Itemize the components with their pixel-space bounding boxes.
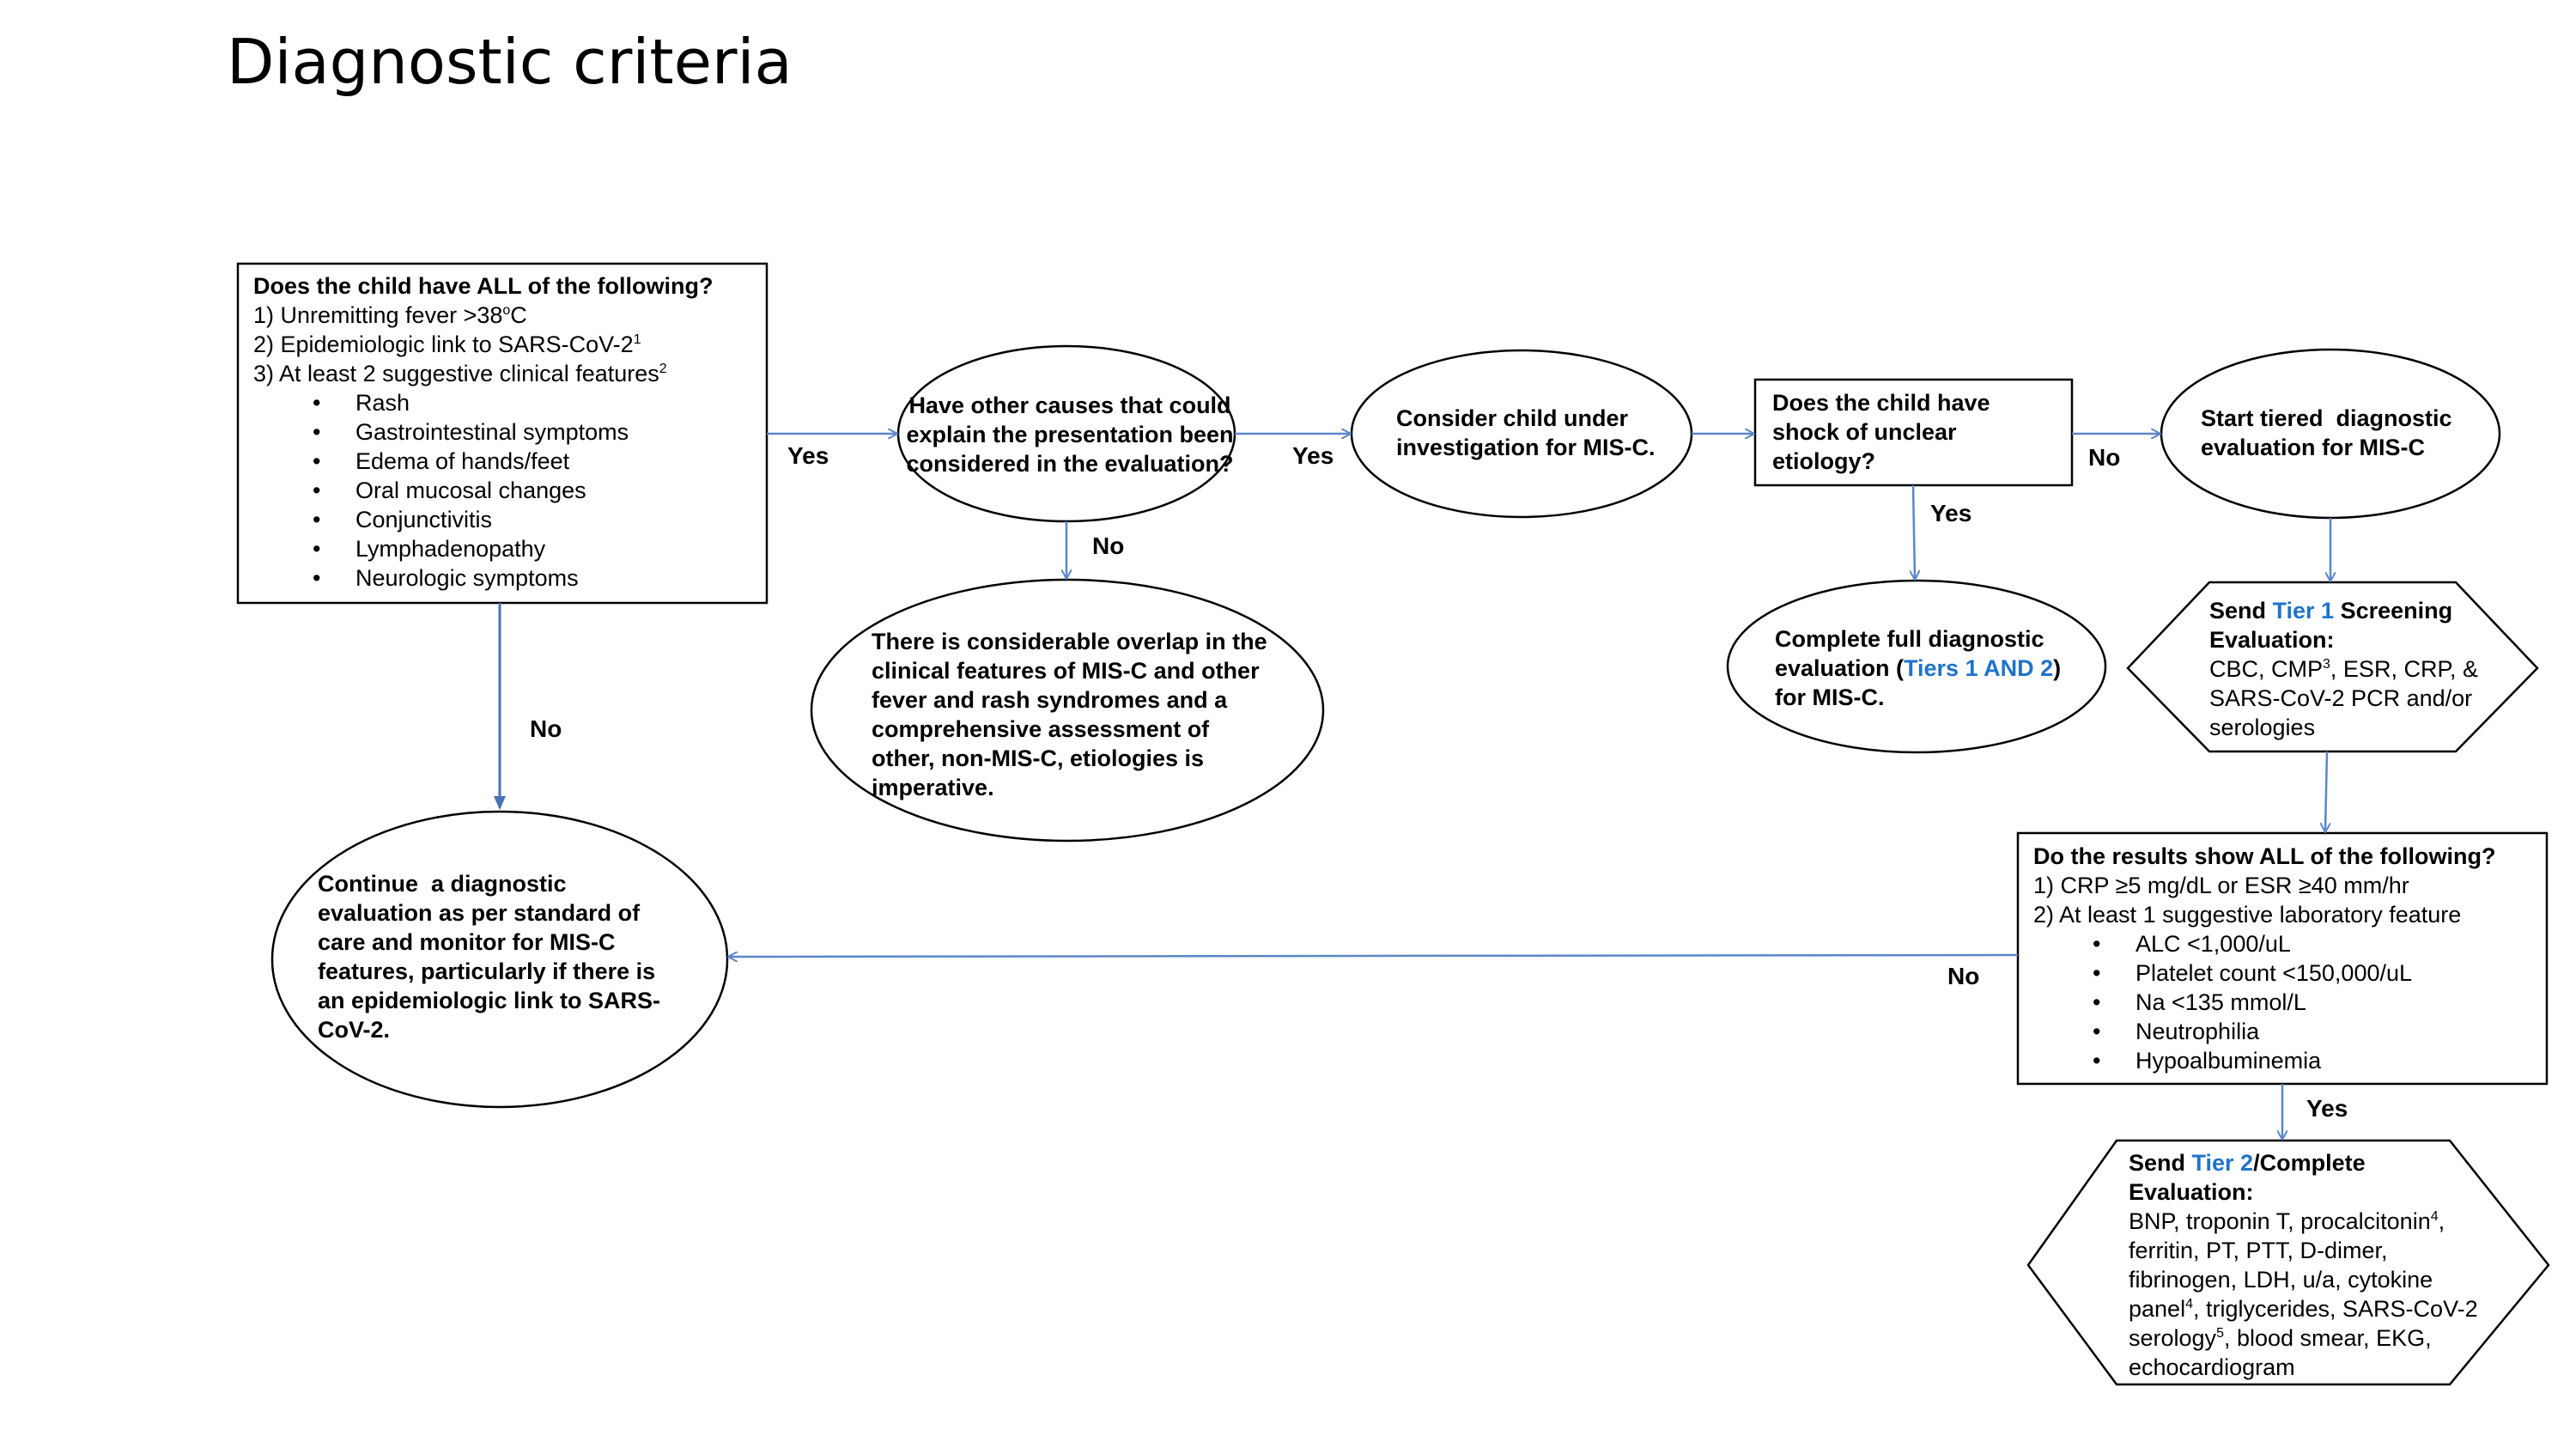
continue-eval-text: Continue a diagnostic evaluation as per …	[318, 871, 661, 1043]
connector-tier1-to-results	[2325, 751, 2327, 831]
connector-results-to-continue	[729, 955, 2019, 957]
list-item: Neurologic symptoms	[253, 563, 760, 593]
list-item: Lymphadenopathy	[253, 534, 760, 563]
criterion-fever: 1) Unremitting fever >38oC	[253, 302, 527, 328]
clinical-features-list: Rash Gastrointestinal symptoms Edema of …	[253, 388, 760, 593]
connector-shock-to-full-eval	[1913, 484, 1915, 579]
tier1-shape	[2126, 581, 2539, 753]
tier1-screening-text: Send Tier 1 Screening Evaluation: CBC, C…	[2209, 598, 2478, 740]
start-criteria-box: Does the child have ALL of the following…	[253, 271, 760, 593]
yes-label-shock: Yes	[1930, 500, 1972, 526]
full-eval-text: Complete full diagnostic evaluation (Tie…	[1775, 626, 2062, 710]
overlap-text: There is considerable overlap in the cli…	[872, 629, 1267, 800]
results-criteria-box: Do the results show ALL of the following…	[2033, 842, 2540, 1075]
list-item: Gastrointestinal symptoms	[253, 417, 760, 447]
no-label-start: No	[530, 715, 562, 742]
tiered-start-text: Start tiered diagnostic evaluation for M…	[2201, 405, 2452, 460]
list-item: Hypoalbuminemia	[2033, 1046, 2540, 1075]
lab-features-list: ALC <1,000/uL Platelet count <150,000/uL…	[2033, 929, 2540, 1075]
shock-question-text: Does the child have shock of unclear eti…	[1772, 390, 1990, 474]
page-title: Diagnostic criteria	[227, 26, 793, 98]
yes-label-results: Yes	[2306, 1095, 2348, 1122]
investigation-text: Consider child under investigation for M…	[1396, 405, 1656, 460]
list-item: ALC <1,000/uL	[2033, 929, 2540, 958]
list-item: Oral mucosal changes	[253, 476, 760, 505]
list-item: Neutrophilia	[2033, 1017, 2540, 1046]
start-box-heading: Does the child have ALL of the following…	[253, 273, 714, 299]
criterion-epi-link: 2) Epidemiologic link to SARS-CoV-21	[253, 332, 641, 357]
other-causes-text: Have other causes that could explain the…	[906, 392, 1234, 477]
list-item: Rash	[253, 388, 760, 417]
criterion-lab-feature: 2) At least 1 suggestive laboratory feat…	[2033, 902, 2462, 928]
tier2-evaluation-text: Send Tier 2/Complete Evaluation: BNP, tr…	[2129, 1150, 2478, 1380]
list-item: Edema of hands/feet	[253, 447, 760, 476]
no-label-shock: No	[2088, 444, 2121, 471]
yes-label-other-causes: Yes	[1292, 442, 1334, 469]
no-label-other-causes: No	[1092, 532, 1125, 559]
results-box-heading: Do the results show ALL of the following…	[2033, 843, 2496, 869]
list-item: Conjunctivitis	[253, 505, 760, 534]
tier2-shape	[2026, 1139, 2550, 1386]
no-label-results: No	[1947, 963, 1980, 989]
list-item: Platelet count <150,000/uL	[2033, 958, 2540, 988]
criterion-crp-esr: 1) CRP ≥5 mg/dL or ESR ≥40 mm/hr	[2033, 873, 2409, 898]
yes-label-start: Yes	[787, 442, 829, 469]
overlap-shape	[810, 578, 1325, 843]
criterion-clinical-features: 3) At least 2 suggestive clinical featur…	[253, 361, 667, 386]
list-item: Na <135 mmol/L	[2033, 988, 2540, 1017]
